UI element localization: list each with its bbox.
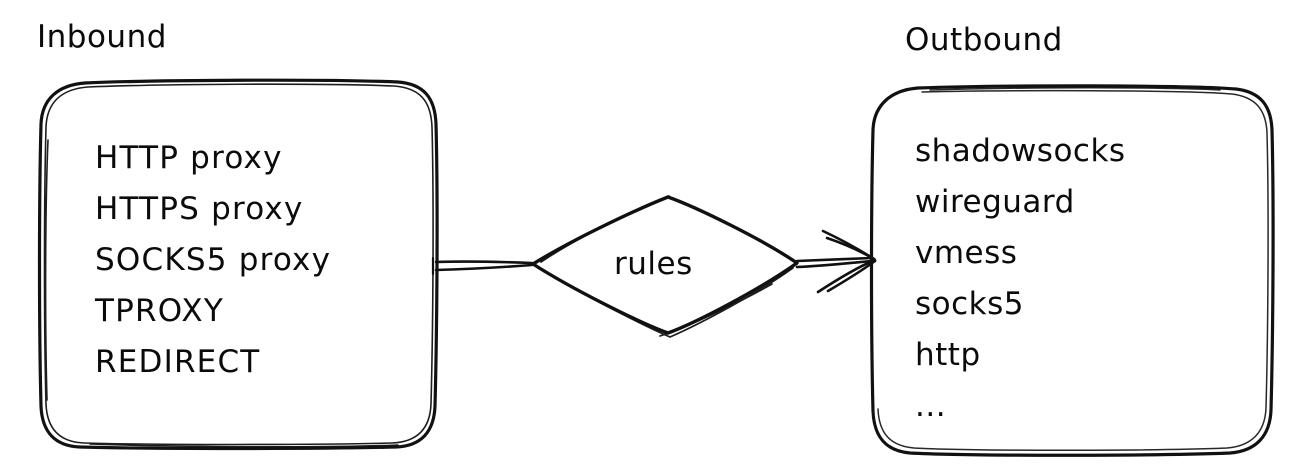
outbound-list-item-shadowsocks: shadowsocks: [915, 133, 1126, 169]
outbound-box-outline: [869, 84, 1275, 457]
arrowhead-icon: [816, 229, 877, 294]
outbound-list: shadowsocks wireguard vmess socks5 http …: [915, 136, 1126, 442]
rules-label: rules: [614, 246, 693, 282]
inbound-list-item-socks5-proxy: SOCKS5 proxy: [95, 242, 332, 278]
inbound-list-item-redirect: REDIRECT: [95, 344, 261, 380]
outbound-box-outline-secondary: [877, 87, 1269, 451]
inbound-list-item-http-proxy: HTTP proxy: [95, 140, 283, 176]
outbound-list-item-http: http: [915, 337, 981, 373]
connector-inbound-to-rules: [434, 260, 534, 272]
inbound-box-outline: [37, 78, 439, 451]
outbound-list-item-vmess: vmess: [915, 235, 1018, 271]
rules-diamond-outline-secondary: [537, 195, 794, 338]
connector-rules-to-outbound: [795, 256, 874, 269]
inbound-title: Inbound: [37, 19, 167, 55]
outbound-list-item-ellipsis: ...: [915, 388, 947, 424]
inbound-list: HTTP proxy HTTPS proxy SOCKS5 proxy TPRO…: [95, 143, 331, 398]
outbound-list-item-wireguard: wireguard: [915, 184, 1075, 220]
inbound-box-outline-secondary: [43, 83, 434, 448]
inbound-list-item-tproxy: TPROXY: [95, 293, 224, 329]
outbound-list-item-socks5: socks5: [915, 286, 1024, 322]
outbound-title: Outbound: [905, 22, 1063, 58]
inbound-list-item-https-proxy: HTTPS proxy: [95, 191, 304, 227]
